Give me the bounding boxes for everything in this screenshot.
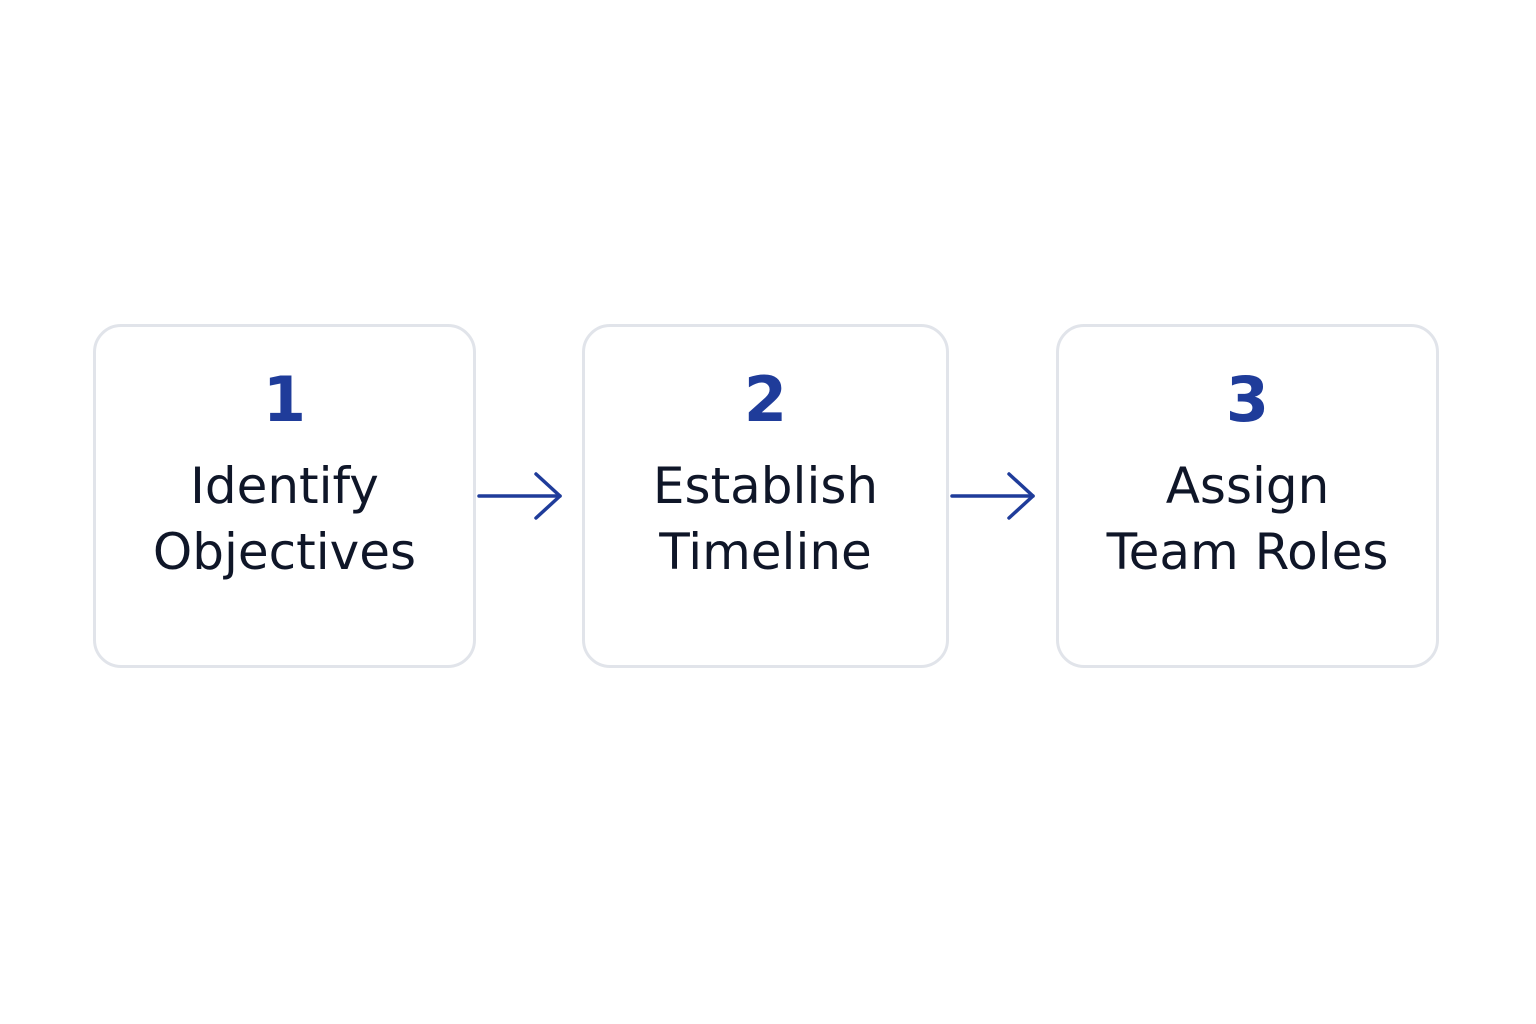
step-label: Assign Team Roles bbox=[1107, 453, 1389, 585]
step-label-line-2: Team Roles bbox=[1106, 523, 1389, 581]
step-label-line-2: Objectives bbox=[152, 523, 417, 581]
step-label: Establish Timeline bbox=[653, 453, 878, 585]
step-card-3: 3 Assign Team Roles bbox=[1056, 324, 1439, 668]
step-number: 3 bbox=[1225, 363, 1270, 436]
step-number: 2 bbox=[743, 363, 788, 436]
step-card-2: 2 Establish Timeline bbox=[582, 324, 949, 668]
step-label: Identify Objectives bbox=[153, 453, 416, 585]
arrow-right-icon bbox=[477, 472, 562, 520]
step-card-1: 1 Identify Objectives bbox=[93, 324, 476, 668]
arrow-right-icon bbox=[950, 472, 1035, 520]
step-label-line-1: Assign bbox=[1165, 457, 1330, 515]
step-number: 1 bbox=[262, 363, 307, 436]
step-label-line-1: Identify bbox=[190, 457, 379, 515]
step-label-line-1: Establish bbox=[652, 457, 879, 515]
step-label-line-2: Timeline bbox=[659, 523, 872, 581]
